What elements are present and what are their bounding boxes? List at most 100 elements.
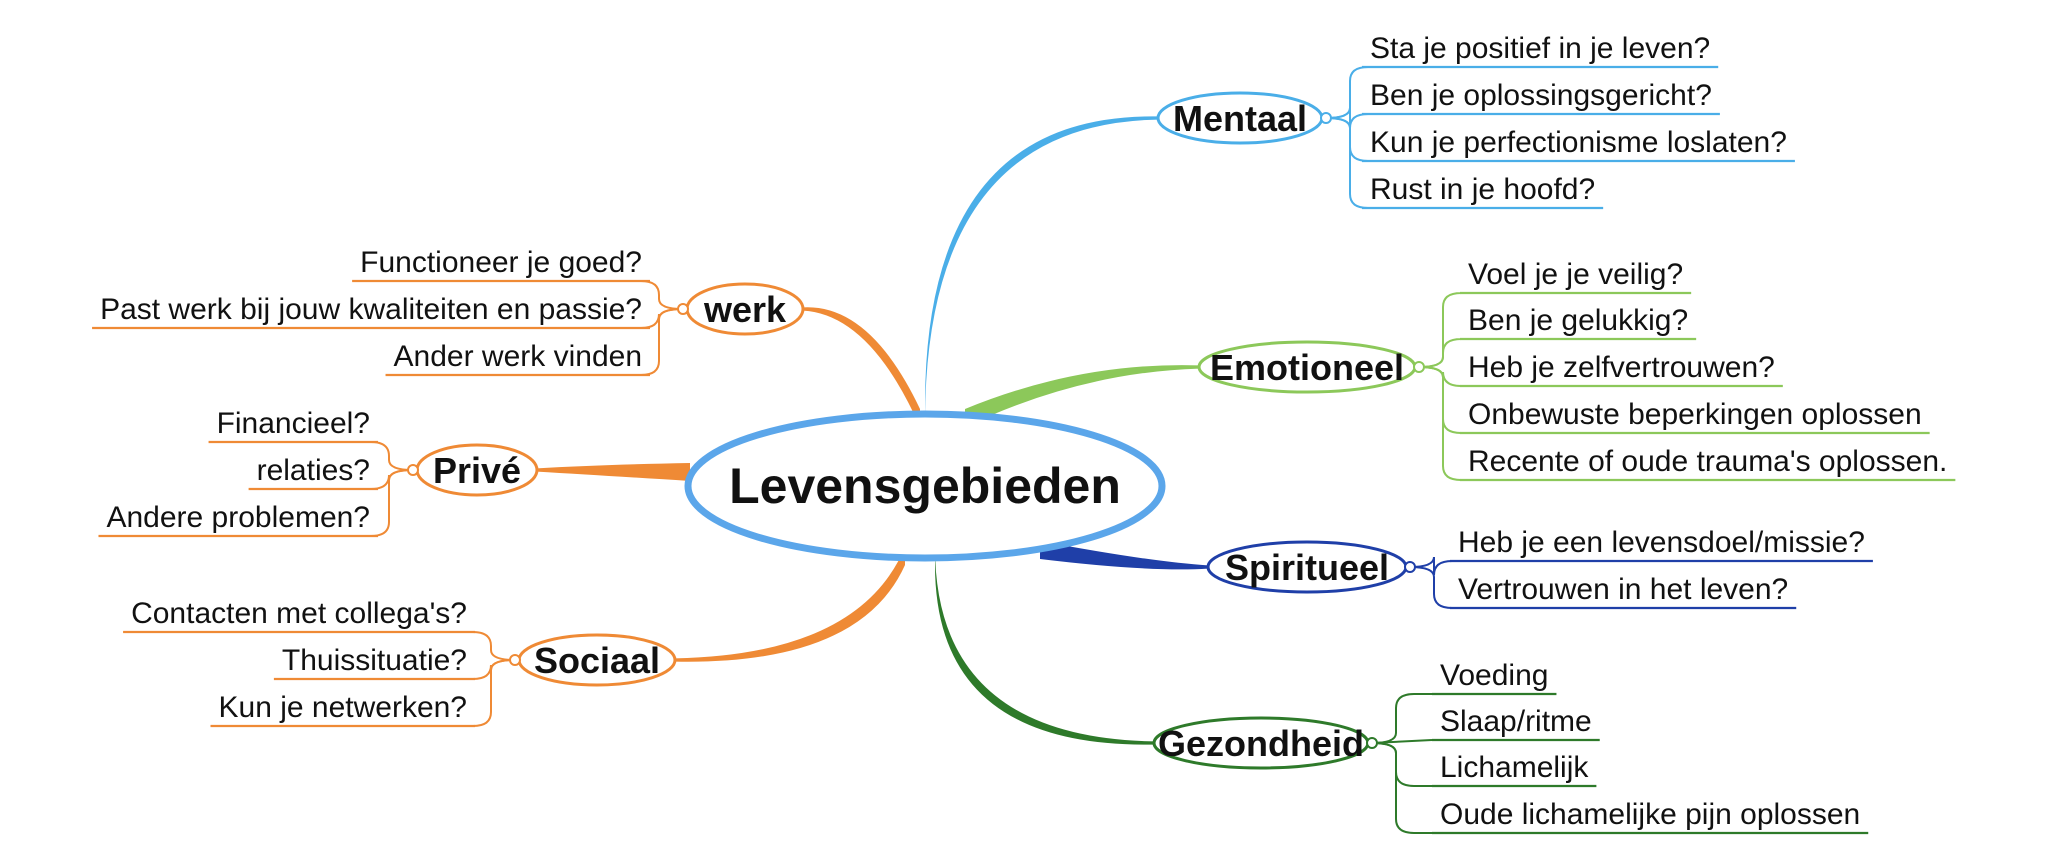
leaf-connector <box>472 659 516 680</box>
leaf-connector <box>370 469 414 537</box>
leaf-label: Ben je gelukkig? <box>1468 304 1688 337</box>
left-branch-connector-2 <box>675 547 905 662</box>
left-branch-connector-1 <box>537 463 690 481</box>
central-topic-label: Levensgebieden <box>729 458 1121 514</box>
leaf-label: Oude lichamelijke pijn oplossen <box>1440 798 1860 831</box>
leaf-connector <box>640 280 684 310</box>
leaf-topic[interactable]: Andere problemen? <box>106 501 370 534</box>
branch-label: Spiritueel <box>1225 547 1389 588</box>
leaf-connector <box>640 308 684 376</box>
left-branch-connector-0 <box>803 307 920 427</box>
leaf-topic[interactable]: Rust in je hoofd? <box>1370 173 1595 206</box>
leaf-label: relaties? <box>257 454 370 487</box>
right-branch-connector-0 <box>925 116 1158 423</box>
leaf-label: Voel je je veilig? <box>1468 258 1683 291</box>
branch-collapse-handle[interactable] <box>1404 561 1416 573</box>
leaf-label: Vertrouwen in het leven? <box>1458 573 1788 606</box>
leaf-connector <box>1418 366 1462 434</box>
leaf-topic[interactable]: Functioneer je goed? <box>360 246 642 279</box>
leaf-label: Sta je positief in je leven? <box>1370 32 1710 65</box>
branch-collapse-handle[interactable] <box>1320 112 1332 124</box>
leaf-connector <box>370 441 414 471</box>
leaf-topic[interactable]: Vertrouwen in het leven? <box>1458 573 1788 606</box>
leaf-connector <box>472 631 516 661</box>
leaf-connector <box>1418 366 1462 387</box>
leaf-topic[interactable]: Slaap/ritme <box>1440 705 1592 738</box>
leaf-connector <box>1325 66 1369 119</box>
branch-label: Emotioneel <box>1210 347 1404 388</box>
leaf-topics: Sta je positief in je leven? Ben je oplos… <box>100 32 1947 831</box>
leaf-label: Past werk bij jouw kwaliteiten en passie… <box>100 293 642 326</box>
leaf-topic[interactable]: Sta je positief in je leven? <box>1370 32 1710 65</box>
leaf-label: Ben je oplossingsgericht? <box>1370 79 1712 112</box>
leaf-topic[interactable]: relaties? <box>257 454 370 487</box>
leaf-label: Ander werk vinden <box>394 340 642 373</box>
leaf-topic[interactable]: Recente of oude trauma's oplossen. <box>1468 445 1947 478</box>
branch-label: werk <box>703 289 787 330</box>
leaf-label: Kun je perfectionisme loslaten? <box>1370 126 1787 159</box>
right-branch-connector-3 <box>935 547 1154 745</box>
leaf-connector <box>1409 566 1453 609</box>
leaf-topic[interactable]: Heb je zelfvertrouwen? <box>1468 351 1775 384</box>
branch-sociaal[interactable]: Sociaal <box>517 633 677 687</box>
leaf-topic[interactable]: Past werk bij jouw kwaliteiten en passie… <box>100 293 642 326</box>
leaf-label: Financieel? <box>217 407 370 440</box>
right-branch-connector-1 <box>965 365 1199 427</box>
leaf-topic[interactable]: Ben je gelukkig? <box>1468 304 1688 337</box>
leaf-topic[interactable]: Oude lichamelijke pijn oplossen <box>1440 798 1860 831</box>
branch-collapse-handle[interactable] <box>1366 737 1378 749</box>
leaf-connector <box>370 469 414 490</box>
leaf-topic[interactable]: Kun je perfectionisme loslaten? <box>1370 126 1787 159</box>
leaf-topic[interactable]: Kun je netwerken? <box>219 691 468 724</box>
leaf-topic[interactable]: Ben je oplossingsgericht? <box>1370 79 1712 112</box>
branch-label: Privé <box>433 450 521 491</box>
branch-collapse-handle[interactable] <box>509 654 521 666</box>
leaf-connector <box>1325 117 1369 162</box>
branch-priv[interactable]: Privé <box>415 443 539 497</box>
leaf-label: Rust in je hoofd? <box>1370 173 1595 206</box>
branch-werk[interactable]: werk <box>685 282 805 336</box>
branch-collapse-handle[interactable] <box>407 464 419 476</box>
leaf-label: Onbewuste beperkingen oplossen <box>1468 398 1922 431</box>
leaf-label: Recente of oude trauma's oplossen. <box>1468 445 1947 478</box>
leaf-topic[interactable]: Contacten met collega's? <box>131 597 467 630</box>
leaf-connector <box>1418 338 1462 368</box>
branch-mentaal[interactable]: Mentaal <box>1156 91 1324 145</box>
leaf-connector <box>472 659 516 727</box>
leaf-connector <box>640 308 684 329</box>
branch-spiritueel[interactable]: Spiritueel <box>1206 540 1408 594</box>
leaf-label: Functioneer je goed? <box>360 246 642 279</box>
leaf-topic[interactable]: Thuissituatie? <box>282 644 467 677</box>
branch-label: Mentaal <box>1173 98 1307 139</box>
leaf-label: Thuissituatie? <box>282 644 467 677</box>
leaf-connector <box>1371 693 1432 744</box>
branch-collapse-handle[interactable] <box>677 303 689 315</box>
leaf-connector <box>1371 742 1432 834</box>
central-topic[interactable]: Levensgebieden <box>684 410 1166 562</box>
branch-emotioneel[interactable]: Emotioneel <box>1197 340 1417 394</box>
central-topic-shape <box>684 410 1166 562</box>
leaf-label: Voeding <box>1440 659 1548 692</box>
leaf-label: Lichamelijk <box>1440 751 1589 784</box>
leaf-topic[interactable]: Heb je een levensdoel/missie? <box>1458 526 1865 559</box>
leaf-label: Andere problemen? <box>106 501 370 534</box>
branch-collapse-handle[interactable] <box>1413 361 1425 373</box>
connectors <box>92 65 1956 835</box>
leaf-connector <box>1371 739 1433 744</box>
branch-label: Gezondheid <box>1158 723 1364 764</box>
branch-gezondheid[interactable]: Gezondheid <box>1152 716 1370 770</box>
leaf-topic[interactable]: Onbewuste beperkingen oplossen <box>1468 398 1922 431</box>
leaf-label: Kun je netwerken? <box>219 691 468 724</box>
leaf-topic[interactable]: Ander werk vinden <box>394 340 642 373</box>
leaf-label: Heb je een levensdoel/missie? <box>1458 526 1865 559</box>
leaf-topic[interactable]: Voeding <box>1440 659 1548 692</box>
leaf-topic[interactable]: Voel je je veilig? <box>1468 258 1683 291</box>
leaf-connector <box>1371 742 1432 787</box>
leaf-topic[interactable]: Financieel? <box>217 407 370 440</box>
leaf-topic[interactable]: Lichamelijk <box>1440 751 1589 784</box>
leaf-connector <box>1418 366 1462 481</box>
leaf-label: Contacten met collega's? <box>131 597 467 630</box>
